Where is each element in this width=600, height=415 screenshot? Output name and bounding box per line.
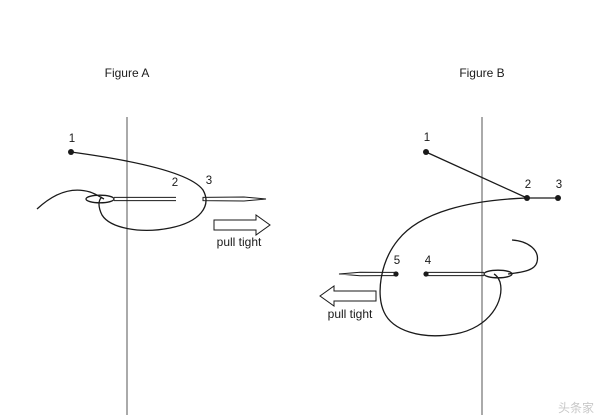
figure-a-needle-eye	[85, 194, 115, 204]
figure-b-point-2-dot	[524, 195, 530, 201]
figure-b-point-5-dot	[393, 271, 399, 277]
figure-b-point-1-dot	[423, 149, 429, 155]
figure-a-point-1-label: 1	[69, 133, 75, 145]
figure-a-point-2-label: 2	[172, 177, 178, 189]
figure-b-needle-tip	[338, 271, 397, 277]
figure-b: Figure B 1 2 3 4 5 pull tight	[319, 66, 562, 415]
figure-b-title: Figure B	[459, 66, 504, 80]
figure-a-thread	[70, 151, 207, 231]
figure-b-point-4-label: 4	[425, 255, 432, 267]
figure-a-point-3-label: 3	[206, 175, 212, 187]
figure-b-thread-loop	[379, 197, 528, 337]
figure-b-point-3-dot	[555, 195, 561, 201]
figure-a-thread-tail	[36, 189, 105, 210]
figure-a-arrow-label: pull tight	[217, 235, 262, 249]
figure-a: Figure A 1 2 3 pull tight	[36, 66, 271, 415]
figure-b-arrow-label: pull tight	[328, 307, 373, 321]
figure-a-arrow-right-icon	[213, 214, 271, 236]
figure-b-point-4-dot	[423, 271, 429, 277]
watermark-text: 头条家	[558, 400, 594, 415]
figure-b-needle-eye	[483, 269, 513, 279]
figure-b-arrow-left-icon	[319, 285, 377, 307]
figure-a-point-1-dot	[68, 149, 74, 155]
figure-a-title: Figure A	[105, 66, 150, 80]
figure-b-point-1-label: 1	[424, 132, 430, 144]
figure-b-thread-tail	[507, 239, 539, 275]
figure-b-point-2-label: 2	[525, 179, 531, 191]
figure-b-point-5-label: 5	[394, 255, 400, 267]
figure-b-point-3-label: 3	[556, 179, 562, 191]
figure-b-thread-1-2	[425, 151, 528, 199]
figure-a-needle-tip	[202, 196, 267, 202]
